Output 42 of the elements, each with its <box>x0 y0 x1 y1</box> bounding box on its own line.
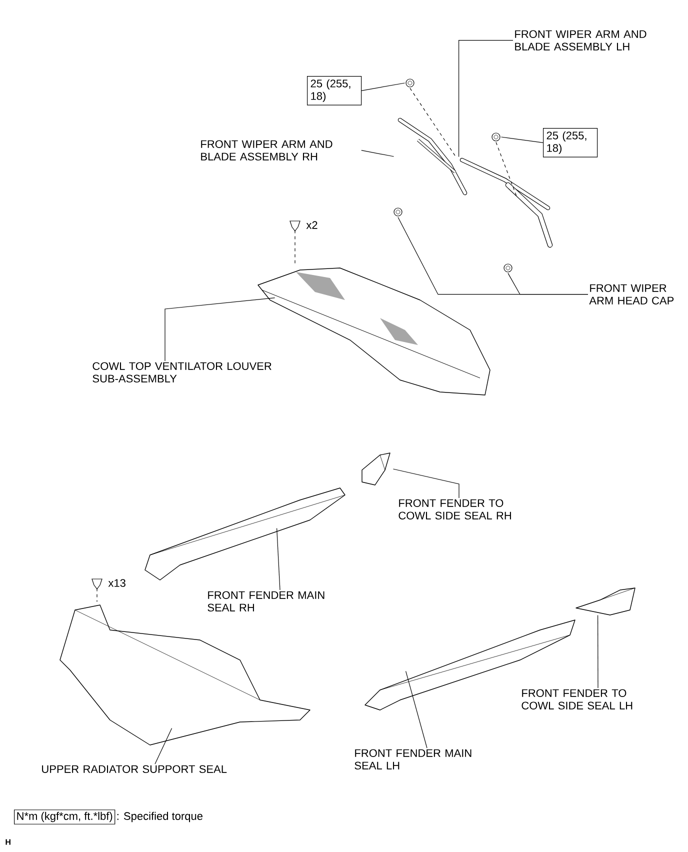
callout-text: FRONT WIPER ARM AND BLADE ASSEMBLY LH <box>515 30 646 50</box>
torque-box: 25 (255, 18) <box>307 76 362 106</box>
nut-drawing <box>492 132 500 142</box>
legend-box: N*m (kgf*cm, ft.*lbf) <box>14 810 116 824</box>
callout-text: COWL TOP VENTILATOR LOUVER SUB-ASSEMBLY <box>92 362 272 382</box>
leader-line <box>361 82 406 91</box>
callout-text: FRONT WIPER ARM AND BLADE ASSEMBLY RH <box>201 140 332 160</box>
sheet-code: H <box>6 839 10 845</box>
callout-text: FRONT FENDER MAIN SEAL LH <box>354 749 472 770</box>
callout-text: FRONT WIPER ARM HEAD CAP <box>589 284 674 304</box>
callout-text: FRONT FENDER TO COWL SIDE SEAL RH <box>398 499 511 520</box>
install-line <box>294 230 296 266</box>
callout-text: FRONT FENDER MAIN SEAL RH <box>208 591 324 612</box>
leader-line <box>458 40 514 158</box>
leader-line <box>276 528 280 590</box>
quantity-label: x13 <box>108 579 126 587</box>
cap-drawing <box>504 264 512 272</box>
install-line <box>96 588 98 602</box>
install-line <box>496 142 518 198</box>
install-line <box>410 88 456 158</box>
leader-line <box>361 150 394 157</box>
leader-line <box>154 728 172 764</box>
wiper-arm-drawing <box>398 118 468 196</box>
torque-box: 25 (255, 18) <box>543 128 598 158</box>
wiper-arm-drawing <box>460 158 553 248</box>
leader-line <box>508 272 588 295</box>
leader-line <box>164 298 276 362</box>
cap-drawing <box>394 208 402 216</box>
callout-text: FRONT FENDER TO COWL SIDE SEAL LH <box>522 689 632 710</box>
leader-line <box>392 468 460 498</box>
seal-drawing <box>362 452 390 486</box>
seal-drawing <box>60 604 310 746</box>
nut-drawing <box>406 78 414 88</box>
leader-line <box>406 670 428 748</box>
seal-drawing <box>576 588 636 616</box>
quantity-label: x2 <box>306 221 318 229</box>
clip-drawing <box>92 578 102 590</box>
callout-text: UPPER RADIATOR SUPPORT SEAL <box>42 765 227 773</box>
seal-drawing <box>144 488 346 580</box>
clip-drawing <box>290 220 300 232</box>
leader-line <box>500 136 544 143</box>
legend-text: : Specified torque <box>117 812 202 822</box>
